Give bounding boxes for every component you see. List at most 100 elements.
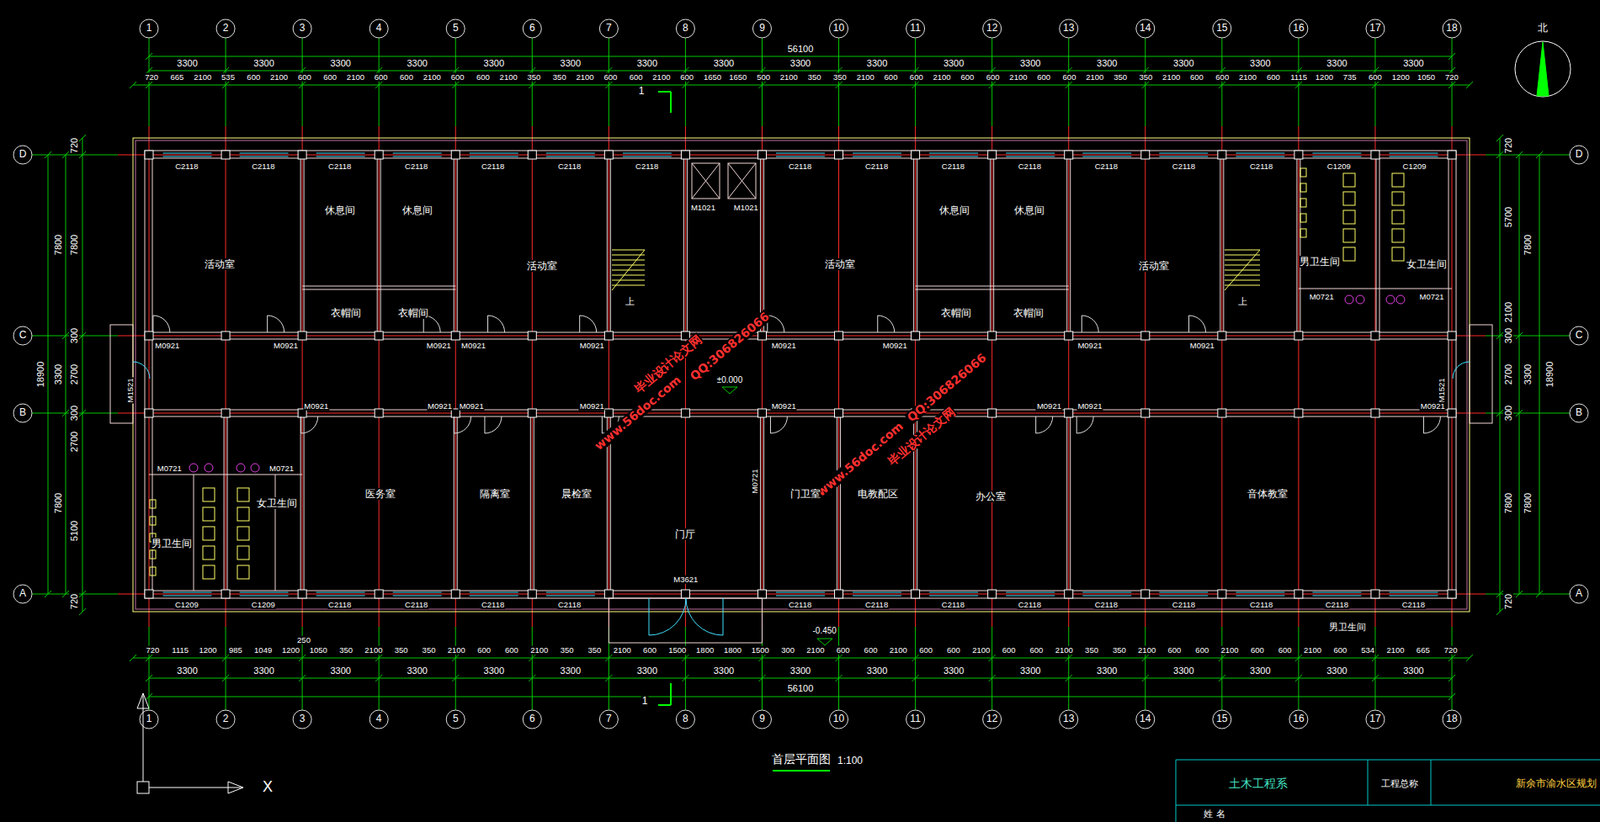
dimension-text: 2100 [855, 73, 876, 82]
north-needle [1536, 42, 1549, 96]
dimension-text: 2100 [779, 73, 799, 82]
door-window-code: C2118 [1171, 600, 1197, 610]
room: 休息间 [937, 201, 972, 218]
dimension-line [148, 56, 1452, 58]
axis-number: 1 [145, 713, 154, 725]
dimension-tick [1142, 654, 1149, 662]
dimension-text: 250 [296, 636, 312, 645]
axis-letter: C [1574, 329, 1585, 341]
window [163, 153, 213, 155]
extension-line [761, 37, 763, 127]
column [144, 590, 154, 599]
window [1082, 595, 1132, 597]
dimension-text: 5100 [69, 519, 80, 542]
dimension-tick [758, 654, 766, 662]
room: 休息间 [1012, 201, 1047, 218]
dimension-text: 600 [908, 73, 925, 82]
column [374, 150, 383, 160]
axis-number: 6 [528, 22, 537, 34]
column [834, 409, 844, 418]
column [221, 590, 230, 599]
room-name: 晨检室 [561, 488, 592, 500]
stair-tread [1224, 260, 1260, 261]
dimension-text: 2100 [1137, 646, 1157, 655]
axis-bubble [13, 584, 32, 604]
door-window-code: M0721 [268, 463, 295, 473]
axis-bubble [983, 19, 1002, 38]
room: 女卫生间 [1404, 255, 1449, 272]
dimension-tick [145, 675, 153, 682]
door-window-code: M0921 [1076, 401, 1103, 410]
door-swing [770, 416, 787, 434]
dimension-text: 350 [586, 646, 602, 655]
elevator-shaft [728, 163, 756, 199]
toilet-fixture [1392, 210, 1404, 224]
partition-wall [223, 416, 225, 591]
door-window-code: C2118 [327, 600, 352, 610]
dimension-text: 600 [1367, 73, 1383, 82]
door-window-code: M0921 [426, 401, 453, 410]
window [1005, 153, 1055, 155]
dimension-tick [528, 81, 536, 89]
column [911, 331, 920, 341]
extension-line [1068, 37, 1069, 127]
door-swing [267, 315, 285, 333]
door-window-code: M0921 [579, 401, 606, 410]
room-name: 活动室 [824, 258, 856, 271]
partition-wall [606, 158, 608, 333]
window [1158, 156, 1208, 158]
column [604, 590, 613, 599]
dimension-tick [1536, 590, 1543, 598]
axis-number: 13 [1062, 22, 1075, 34]
dimension-text: 5700 [1503, 206, 1514, 229]
building-outline [132, 138, 1470, 612]
extension-line [531, 627, 533, 711]
axis-bubble [216, 710, 235, 729]
axis-bubble [139, 710, 159, 729]
room-name: 医务室 [365, 488, 396, 500]
dimension-text: 2700 [69, 363, 80, 386]
dimension-text: 2100 [1054, 646, 1074, 655]
stair-tread [1224, 255, 1260, 256]
dimension-text: 7800 [1522, 492, 1533, 515]
axis-number: 18 [1445, 22, 1458, 34]
elevator-cross [728, 163, 756, 199]
dimension-tick [62, 151, 70, 159]
axis-line [148, 126, 150, 628]
dimension-tick [528, 654, 536, 662]
dimension-text: 7800 [1503, 492, 1514, 515]
door-swing [1423, 416, 1441, 434]
dimension-text: 3300 [405, 58, 428, 69]
dimension-text: 600 [476, 646, 492, 655]
extension-line [148, 37, 150, 127]
toilet-fixture [1392, 247, 1404, 261]
axis-number: 16 [1291, 22, 1305, 34]
column [1141, 150, 1150, 160]
north-label: 北 [1536, 22, 1549, 34]
dimension-text: 2700 [1503, 363, 1514, 386]
dimension-tick [1515, 590, 1523, 598]
axis-bubble [1569, 584, 1589, 604]
dimension-text: 3300 [175, 665, 198, 676]
window [163, 156, 213, 158]
room-name: 休息间 [939, 204, 970, 217]
column [1447, 150, 1457, 160]
partition-wall [530, 416, 532, 591]
toilet-fixture [202, 488, 215, 502]
door-window-code: C2118 [864, 600, 889, 610]
toilet-fixture [202, 565, 215, 580]
dimension-tick [62, 409, 70, 417]
dimension-text: 3300 [712, 665, 735, 676]
room-name: 办公室 [975, 490, 1006, 503]
dimension-tick [298, 654, 306, 662]
axis-number: 12 [985, 713, 999, 725]
door-window-code: M0921 [458, 401, 485, 410]
dimension-text: 600 [398, 73, 415, 82]
extension-line [1451, 37, 1453, 127]
dimension-text: 720 [69, 593, 80, 611]
door-swing [153, 315, 171, 333]
title-block-cell: 新余市渝水区规划 [1514, 778, 1598, 790]
dimension-text: 2100 [345, 73, 366, 82]
dimension-text: 56100 [786, 683, 815, 694]
dimension-text: 2100 [1161, 73, 1181, 82]
